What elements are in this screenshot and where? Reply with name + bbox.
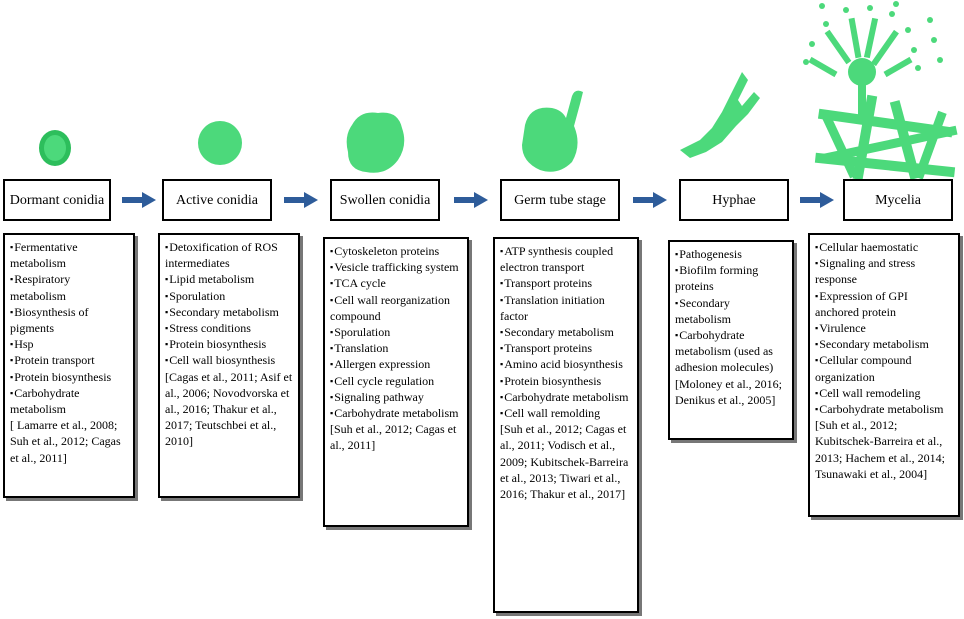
references: [Moloney et al., 2016; Denikus et al., 2… (675, 376, 782, 407)
stage-title-text: Germ tube stage (514, 192, 606, 208)
list-item: Cellular haemostatic (815, 239, 954, 255)
stage-title-text: Mycelia (875, 192, 921, 208)
list-item: Fermentative metabolism (10, 239, 129, 271)
list-item: Transport proteins (500, 340, 633, 356)
list-item: Carbohydrate metabolism (10, 385, 129, 417)
list-item: Translation (330, 340, 463, 356)
stage-title-germ-tube-stage: Germ tube stage (500, 179, 620, 221)
list-item: TCA cycle (330, 275, 463, 291)
list-item: ATP synthesis coupled electron transport (500, 243, 633, 275)
references: [ Lamarre et al., 2008; Suh et al., 2012… (10, 418, 121, 465)
list-item: Protein biosynthesis (165, 336, 294, 352)
list-item: Pathogenesis (675, 246, 788, 262)
list-item: Cell cycle regulation (330, 373, 463, 389)
list-item: Cell wall remolding (500, 405, 633, 421)
stage-title-text: Hyphae (712, 192, 756, 208)
panel-active-conidia: Detoxification of ROS intermediates Lipi… (158, 233, 300, 498)
list-item: Carbohydrate metabolism (815, 401, 954, 417)
list-item: Secondary metabolism (675, 295, 788, 327)
list-item: Carbohydrate metabolism (used as adhesio… (675, 327, 788, 376)
list-item: Secondary metabolism (165, 304, 294, 320)
panel-germ-tube-stage: ATP synthesis coupled electron transport… (493, 237, 639, 613)
stage-title-text: Active conidia (175, 192, 259, 208)
stage-title-swollen-conidia: Swollen conidia (330, 179, 440, 221)
function-list: Cytoskeleton proteins Vesicle traffickin… (330, 243, 463, 421)
list-item: Respiratory metabolism (10, 271, 129, 303)
list-item: Carbohydrate metabolism (330, 405, 463, 421)
list-item: Signaling and stress response (815, 255, 954, 287)
list-item: Hsp (10, 336, 129, 352)
list-item: Protein biosynthesis (10, 369, 129, 385)
arrows (122, 192, 834, 208)
list-item: Cellular compound organization (815, 352, 954, 384)
list-item: Protein biosynthesis (500, 373, 633, 389)
arrow-2 (284, 192, 318, 208)
stage-title-dormant-conidia: Dormant conidia (3, 179, 111, 221)
list-item: Translation initiation factor (500, 292, 633, 324)
list-item: Detoxification of ROS intermediates (165, 239, 294, 271)
list-item: Cell wall biosynthesis (165, 352, 294, 368)
list-item: Stress conditions (165, 320, 294, 336)
list-item: Amino acid biosynthesis (500, 356, 633, 372)
list-item: Biosynthesis of pigments (10, 304, 129, 336)
panel-mycelia: Cellular haemostatic Signaling and stres… (808, 233, 960, 517)
list-item: Vesicle trafficking system (330, 259, 463, 275)
hyphae-illustration (680, 72, 760, 158)
list-item: Cell wall remodeling (815, 385, 954, 401)
list-item: Lipid metabolism (165, 271, 294, 287)
dormant-conidia-illustration (39, 130, 71, 166)
list-item: Allergen expression (330, 356, 463, 372)
references: [Suh et al., 2012; Cagas et al., 2011; V… (500, 422, 629, 502)
germ-tube-illustration (522, 90, 583, 172)
list-item: Carbohydrate metabolism (500, 389, 633, 405)
mycelia-illustration (803, 1, 958, 181)
stage-title-active-conidia: Active conidia (162, 179, 272, 221)
function-list: Cellular haemostatic Signaling and stres… (815, 239, 954, 417)
function-list: Fermentative metabolism Respiratory meta… (10, 239, 129, 417)
list-item: Protein transport (10, 352, 129, 368)
active-conidia-illustration (198, 121, 242, 165)
stage-title-text: Swollen conidia (339, 192, 431, 208)
list-item: Biofilm forming proteins (675, 262, 788, 294)
stage-title-hyphae: Hyphae (679, 179, 789, 221)
stage-title-text: Dormant conidia (9, 192, 105, 208)
list-item: Cytoskeleton proteins (330, 243, 463, 259)
function-list: ATP synthesis coupled electron transport… (500, 243, 633, 421)
panel-hyphae: Pathogenesis Biofilm forming proteins Se… (668, 240, 794, 440)
arrow-1 (122, 192, 156, 208)
list-item: Expression of GPI anchored protein (815, 288, 954, 320)
references: [Suh et al., 2012; Cagas et al., 2011] (330, 422, 457, 453)
list-item: Sporulation (165, 288, 294, 304)
list-item: Secondary metabolism (815, 336, 954, 352)
arrow-5 (800, 192, 834, 208)
panel-swollen-conidia: Cytoskeleton proteins Vesicle traffickin… (323, 237, 469, 527)
list-item: Cell wall reorganization compound (330, 292, 463, 324)
list-item: Sporulation (330, 324, 463, 340)
stage-title-mycelia: Mycelia (843, 179, 953, 221)
panel-dormant-conidia: Fermentative metabolism Respiratory meta… (3, 233, 135, 498)
references: [Cagas et al., 2011; Asif et al., 2006; … (165, 369, 293, 449)
list-item: Secondary metabolism (500, 324, 633, 340)
arrow-4 (633, 192, 667, 208)
list-item: Transport proteins (500, 275, 633, 291)
arrow-3 (454, 192, 488, 208)
function-list: Pathogenesis Biofilm forming proteins Se… (675, 246, 788, 376)
list-item: Signaling pathway (330, 389, 463, 405)
list-item: Virulence (815, 320, 954, 336)
function-list: Detoxification of ROS intermediates Lipi… (165, 239, 294, 369)
swollen-conidia-illustration (346, 112, 405, 173)
references: [Suh et al., 2012; Kubitschek-Barreira e… (815, 418, 945, 481)
